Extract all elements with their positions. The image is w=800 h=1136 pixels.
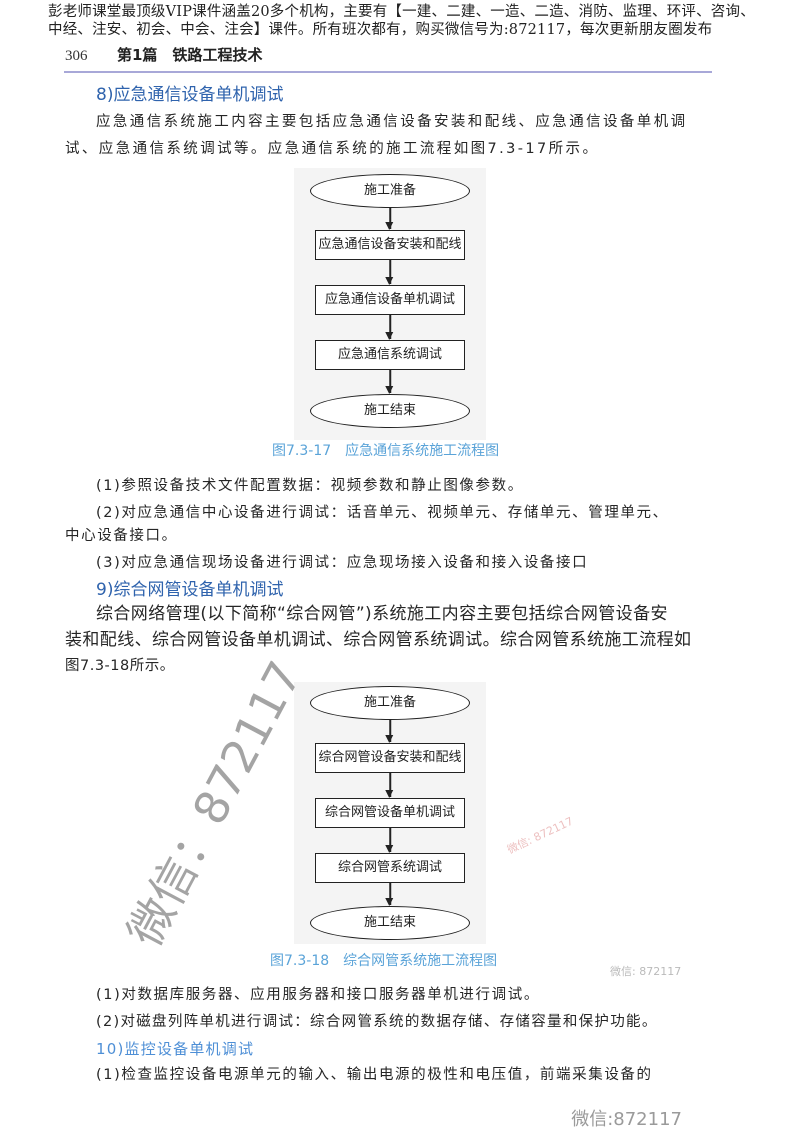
flow-arrow — [386, 260, 393, 285]
flow-node: 综合网管设备单机调试 — [315, 798, 465, 828]
flow-arrow — [386, 720, 393, 743]
part-title: 第1篇 铁路工程技术 — [117, 46, 263, 64]
list-item: (1)参照设备技术文件配置数据：视频参数和静止图像参数。 — [96, 478, 524, 494]
section-8-paragraph-line: 试、应急通信系统调试等。应急通信系统的施工流程如图7.3-17所示。 — [65, 141, 600, 157]
banner-line-2: 中经、注安、初会、中会、注会】课件。所有班次都有，购买微信号为:872117，每… — [48, 22, 713, 38]
section-9-paragraph-line: 装和配线、综合网管设备单机调试、综合网管系统调试。综合网管系统施工流程如 — [65, 630, 692, 650]
flow-node-start: 施工准备 — [310, 686, 470, 720]
page-number: 306 — [65, 48, 88, 64]
figure-caption: 图7.3-18 综合网管系统施工流程图 — [270, 953, 498, 969]
header-rule — [64, 71, 712, 73]
flow-arrow — [386, 773, 393, 798]
flow-node-start: 施工准备 — [310, 174, 470, 208]
section-9-paragraph-line: 图7.3-18所示。 — [65, 658, 175, 674]
small-watermark: 微信: 872117 — [505, 814, 576, 857]
list-item: (3)对应急通信现场设备进行调试：应急现场接入设备和接入设备接口 — [96, 555, 589, 571]
list-item: (2)对磁盘列阵单机进行调试：综合网管系统的数据存储、存储容量和保护功能。 — [96, 1014, 658, 1030]
banner-line-1: 彭老师课堂最顶级VIP课件涵盖20多个机构，主要有【一建、二建、一造、二造、消防… — [48, 4, 755, 20]
section-8-paragraph-line: 应急通信系统施工内容主要包括应急通信设备安装和配线、应急通信设备单机调 — [96, 114, 688, 130]
flow-node: 应急通信设备单机调试 — [315, 285, 465, 315]
flow-node-end: 施工结束 — [310, 906, 470, 940]
flow-arrow — [386, 828, 393, 853]
flow-arrow — [386, 370, 393, 394]
figure-caption: 图7.3-17 应急通信系统施工流程图 — [272, 443, 500, 459]
small-watermark: 微信: 872117 — [610, 965, 682, 978]
section-8-heading: 8)应急通信设备单机调试 — [96, 85, 284, 105]
list-item: (2)对应急通信中心设备进行调试：话音单元、视频单元、存储单元、管理单元、 — [96, 505, 669, 521]
list-item-continuation: 中心设备接口。 — [65, 528, 178, 544]
bottom-watermark: 微信:872117 — [571, 1109, 682, 1130]
flow-node: 应急通信设备安装和配线 — [315, 230, 465, 260]
flowchart-7-3-17: 施工准备 应急通信设备安装和配线 应急通信设备单机调试 应急通信系统调试 施工结… — [294, 168, 486, 440]
flow-node: 应急通信系统调试 — [315, 340, 465, 370]
diagonal-watermark: 微信：872117 — [117, 652, 313, 955]
flow-arrow — [386, 315, 393, 340]
section-10-heading: 10)监控设备单机调试 — [96, 1040, 255, 1058]
section-9-heading: 9)综合网管设备单机调试 — [96, 580, 284, 600]
section-9-paragraph-line: 综合网络管理(以下简称“综合网管”)系统施工内容主要包括综合网管设备安 — [96, 604, 668, 624]
flow-node-end: 施工结束 — [310, 394, 470, 428]
flowchart-7-3-18: 施工准备 综合网管设备安装和配线 综合网管设备单机调试 综合网管系统调试 施工结… — [294, 682, 486, 944]
list-item: (1)对数据库服务器、应用服务器和接口服务器单机进行调试。 — [96, 987, 540, 1003]
flow-node: 综合网管系统调试 — [315, 853, 465, 883]
flow-node: 综合网管设备安装和配线 — [315, 743, 465, 773]
flow-arrow — [386, 208, 393, 230]
list-item: (1)检查监控设备电源单元的输入、输出电源的极性和电压值，前端采集设备的 — [96, 1067, 653, 1083]
flow-arrow — [386, 883, 393, 906]
